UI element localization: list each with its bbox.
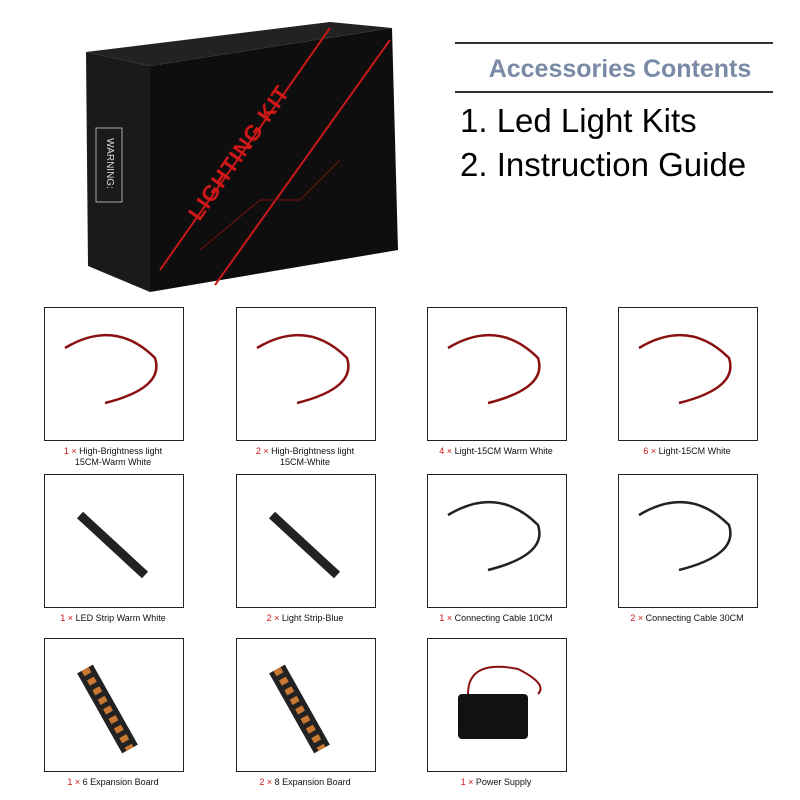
accessory-caption: 2 × 8 Expansion Board <box>215 777 395 788</box>
quantity: 2 <box>266 613 272 623</box>
accessory-image <box>236 638 376 772</box>
accessory-caption: 2 × Connecting Cable 30CM <box>597 613 777 624</box>
accessory-caption: 1 × 6 Expansion Board <box>23 777 203 788</box>
quantity: 1 <box>63 446 69 456</box>
divider <box>455 42 773 44</box>
item-label: Light-15CM White <box>658 446 731 456</box>
item-label: 6 Expansion Board <box>82 777 159 787</box>
accessory-caption: 2 × Light Strip-Blue <box>215 613 395 624</box>
contents-item-1: 1. Led Light Kits <box>460 102 697 139</box>
times-symbol: × <box>650 446 657 456</box>
times-symbol: × <box>71 446 77 456</box>
item-label: Connecting Cable 30CM <box>645 613 744 623</box>
times-symbol: × <box>67 613 74 623</box>
item-label: 8 Expansion Board <box>274 777 351 787</box>
times-symbol: × <box>266 777 273 787</box>
item-label: Light-15CM Warm White <box>454 446 553 456</box>
quantity: 2 <box>630 613 636 623</box>
times-symbol: × <box>446 446 453 456</box>
item-label: High-Brightness light <box>271 446 355 456</box>
accessory-image <box>618 474 758 608</box>
divider <box>455 91 773 93</box>
accessories-title: Accessories Contents <box>488 55 752 83</box>
accessory-caption: 1 × Connecting Cable 10CM <box>406 613 586 624</box>
item-label: High-Brightness light <box>79 446 163 456</box>
item-label: Power Supply <box>475 777 532 787</box>
accessory-image <box>44 474 184 608</box>
item-label: LED Strip Warm White <box>75 613 166 623</box>
accessory-caption: 4 × Light-15CM Warm White <box>406 446 586 457</box>
quantity: 1 <box>439 613 445 623</box>
quantity: 2 <box>259 777 265 787</box>
product-box-image <box>86 22 398 292</box>
quantity: 1 <box>67 777 73 787</box>
accessory-caption: 1 × LED Strip Warm White <box>23 613 203 624</box>
accessory-image <box>427 474 567 608</box>
accessory-image <box>427 638 567 772</box>
accessory-caption: 6 × Light-15CM White <box>597 446 777 457</box>
contents-item-2: 2. Instruction Guide <box>460 146 747 183</box>
quantity: 2 <box>255 446 261 456</box>
accessory-image <box>44 307 184 441</box>
accessory-image <box>44 638 184 772</box>
item-label-line2: 15CM-White <box>279 457 330 467</box>
accessory-caption: 1 × Power Supply <box>406 777 586 788</box>
times-symbol: × <box>637 613 644 623</box>
times-symbol: × <box>263 446 269 456</box>
quantity: 1 <box>460 777 466 787</box>
item-label: Light Strip-Blue <box>281 613 344 623</box>
accessory-image <box>618 307 758 441</box>
quantity: 4 <box>439 446 445 456</box>
times-symbol: × <box>468 777 474 787</box>
times-symbol: × <box>446 613 453 623</box>
times-symbol: × <box>74 777 81 787</box>
quantity: 6 <box>643 446 649 456</box>
box-warning-text: WARNING: <box>103 138 115 189</box>
item-label-line2: 15CM-Warm White <box>74 457 152 467</box>
accessory-image <box>427 307 567 441</box>
times-symbol: × <box>274 613 280 623</box>
item-label: Connecting Cable 10CM <box>454 613 553 623</box>
quantity: 1 <box>60 613 66 623</box>
accessory-image <box>236 307 376 441</box>
accessory-image <box>236 474 376 608</box>
